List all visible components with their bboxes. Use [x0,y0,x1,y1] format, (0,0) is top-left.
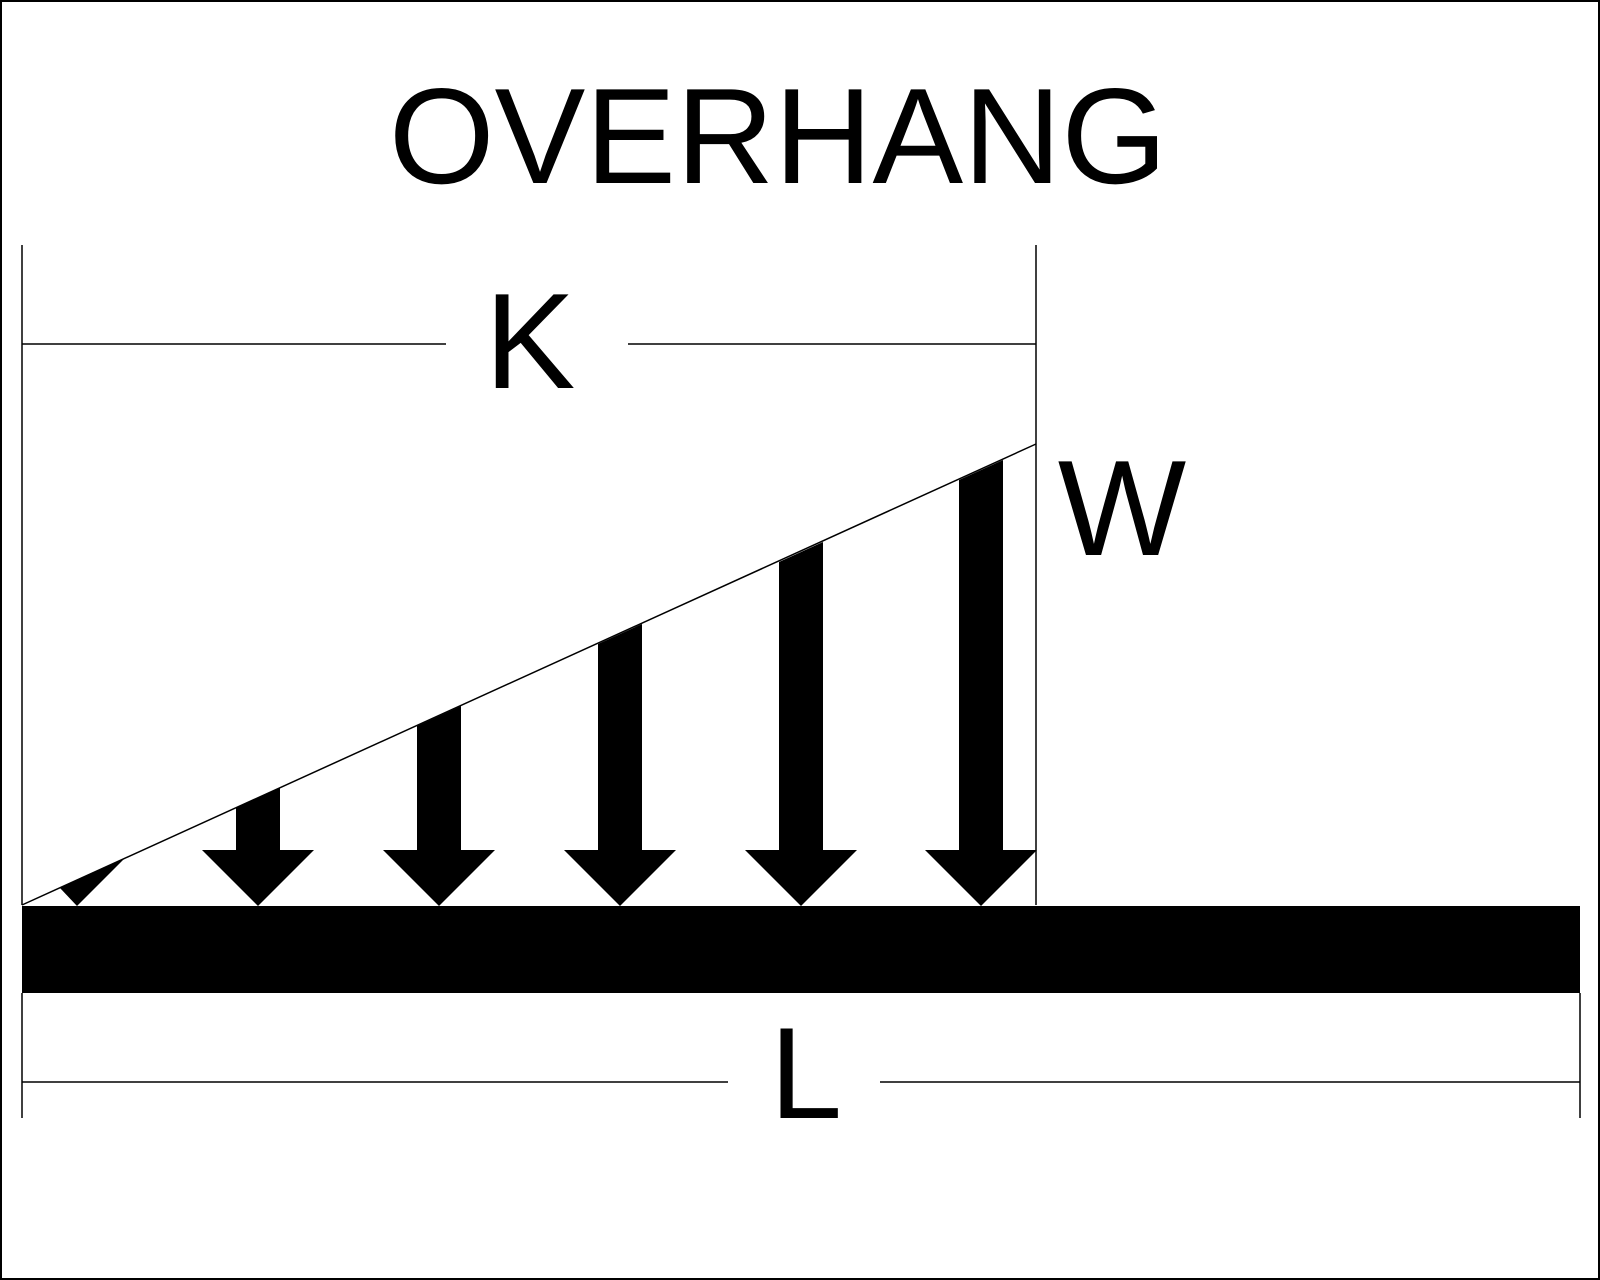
k-label: K [485,265,576,417]
beam [22,906,1580,993]
load-arrow-4 [564,624,676,906]
load-arrow-6 [925,460,1037,906]
l-label: L [770,1000,842,1146]
w-label: W [1058,432,1186,584]
load-arrow-5 [745,542,857,906]
diagram-title: OVERHANG [389,60,1167,212]
load-arrow-3 [383,706,495,906]
load-arrows [60,460,1037,906]
load-arrow-2 [202,788,314,906]
load-arrow-1 [60,859,124,906]
load-slope-line [21,443,1037,906]
